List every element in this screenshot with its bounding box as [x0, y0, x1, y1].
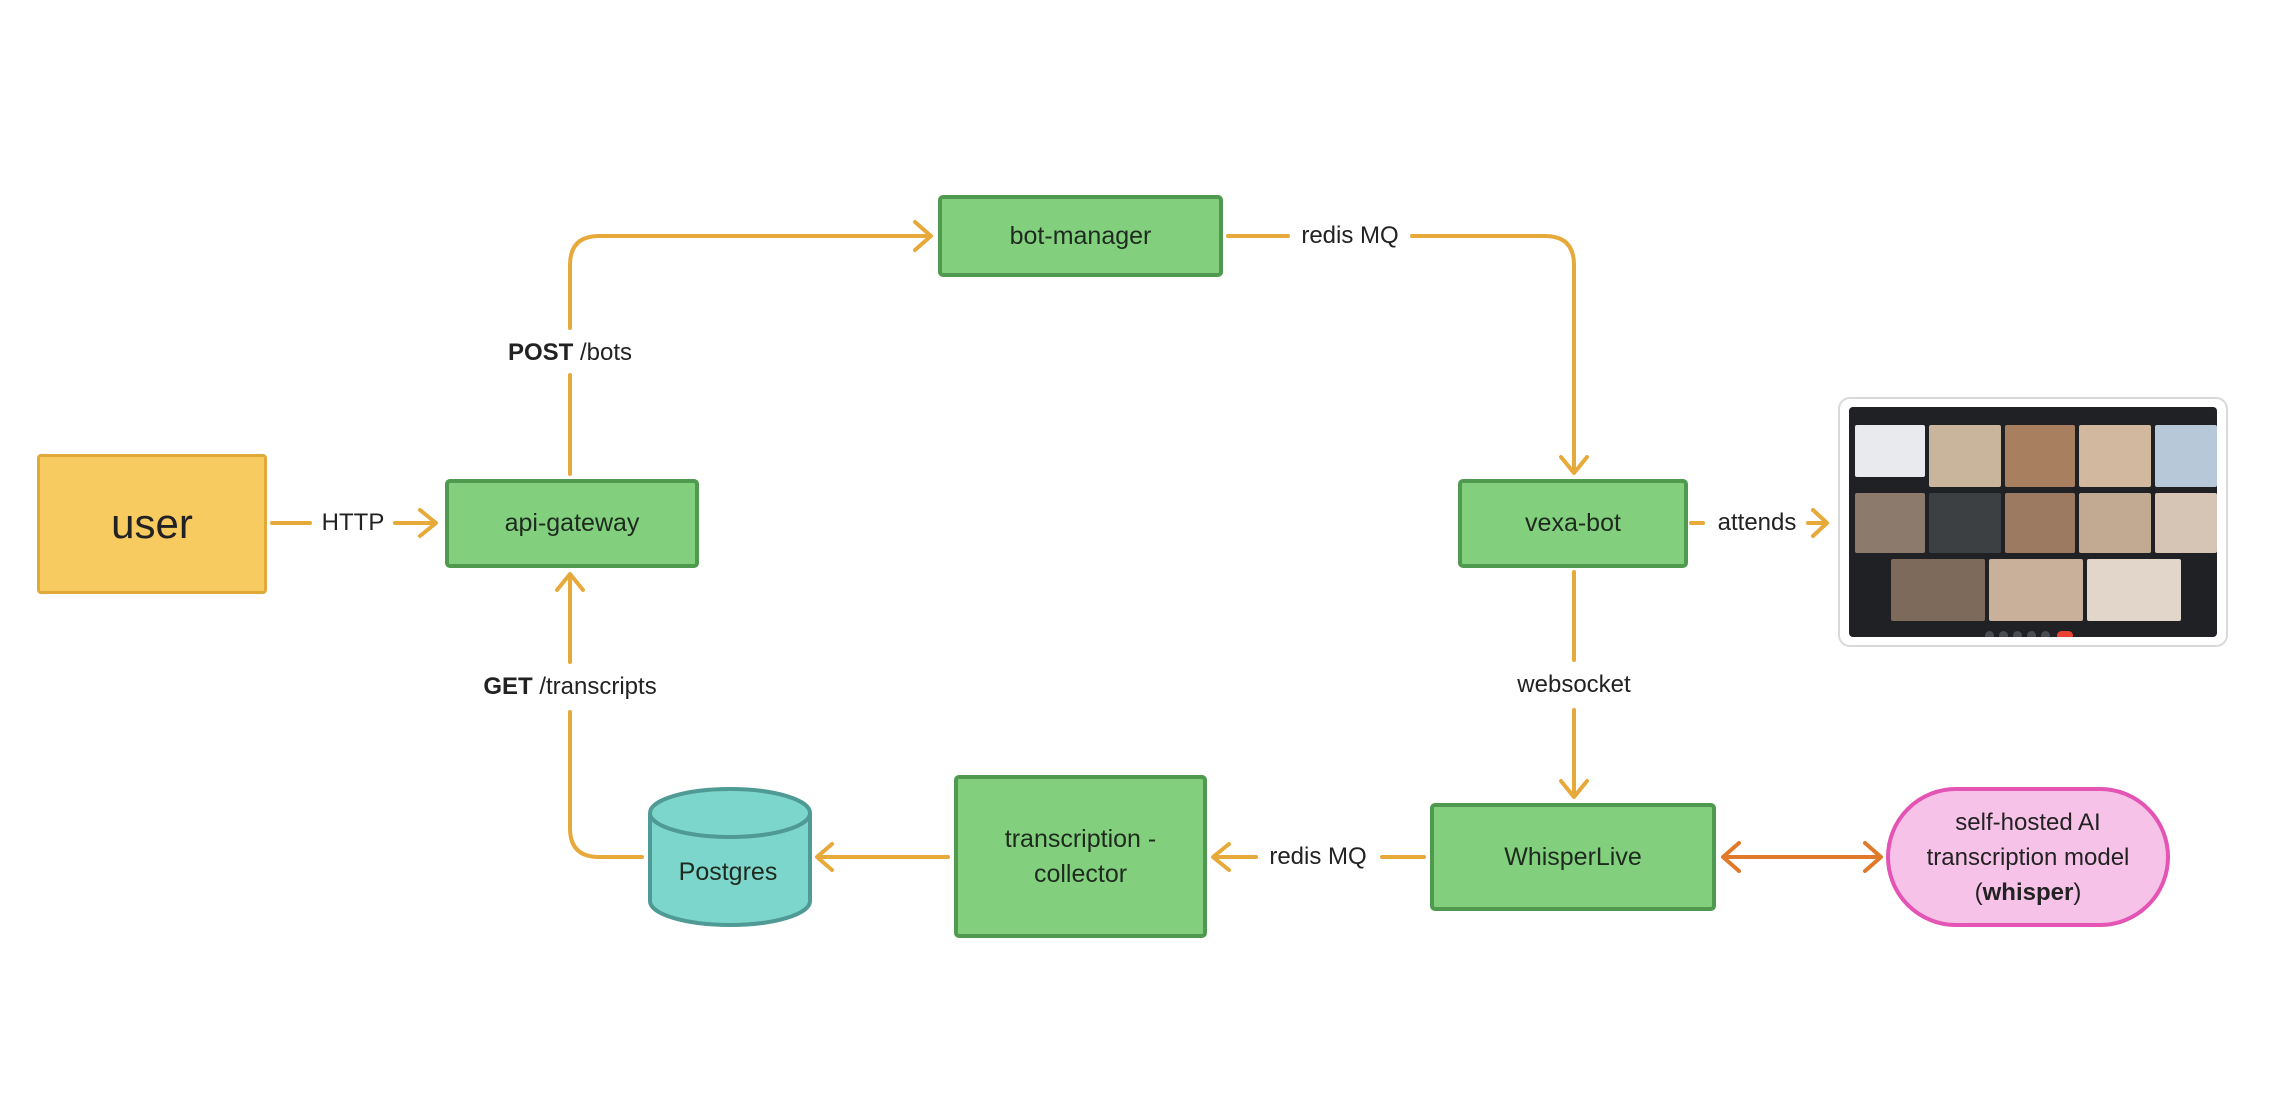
edge-label-http: HTTP [317, 509, 389, 537]
meeting-tile [1989, 559, 2083, 621]
meeting-control-icon [1999, 631, 2008, 637]
api-gateway-label: api-gateway [504, 509, 640, 537]
meeting-tile [2155, 493, 2217, 553]
postgres-label: Postgres [678, 858, 778, 886]
meeting-control-icon [1985, 631, 1994, 637]
postgres-cylinder [648, 787, 812, 927]
arrowhead-vexabot-in [1559, 455, 1589, 475]
edge-gateway-to-botmanager-seg2 [568, 234, 932, 330]
meeting-tile [2005, 425, 2075, 487]
edge-postgres-to-gateway-seg1 [568, 710, 644, 859]
meeting-tile [1855, 425, 1925, 477]
meeting-control-icon [2041, 631, 2050, 637]
meeting-tile [2079, 425, 2151, 487]
meeting-tile [2079, 493, 2151, 553]
model-name: whisper [1982, 878, 2074, 906]
user-node: user [37, 454, 267, 594]
meeting-tile [1929, 493, 2001, 553]
edge-botmanager-to-vexabot-seg2 [1410, 234, 1576, 474]
model-label-line3: (whisper) [1974, 878, 2082, 906]
arrowhead-whisper-in [1559, 779, 1589, 799]
arrowhead-meeting-in [1811, 508, 1829, 538]
arrowhead-gateway-in [418, 508, 438, 538]
edge-label-websocket: websocket [1513, 671, 1635, 699]
post-path: /bots [573, 339, 633, 366]
user-label: user [111, 500, 193, 547]
edge-label-redis-bottom: redis MQ [1265, 843, 1371, 871]
post-method: POST [507, 339, 574, 366]
arrowhead-collector-in [1211, 842, 1231, 872]
meeting-tile [1891, 559, 1985, 621]
meeting-end-call-icon [2057, 631, 2073, 637]
get-path: /transcripts [532, 673, 657, 700]
meeting-tile [2005, 493, 2075, 553]
meeting-screen [1849, 407, 2217, 637]
edge-label-attends: attends [1713, 509, 1801, 537]
arrowhead-botmanager-in [913, 220, 933, 252]
whisperlive-node: WhisperLive [1430, 803, 1716, 911]
edge-label-redis-top: redis MQ [1297, 222, 1403, 250]
bot-manager-node: bot-manager [938, 195, 1223, 277]
whisper-model-node: self-hosted AI transcription model (whis… [1886, 787, 2170, 927]
model-label-line1: self-hosted AI [1955, 808, 2101, 836]
meeting-tile [1855, 493, 1925, 553]
meeting-tile [2155, 425, 2217, 487]
meeting-control-icon [2027, 631, 2036, 637]
meeting-tile [2087, 559, 2181, 621]
edge-label-post-bots: POST /bots [503, 339, 637, 367]
get-method: GET [483, 673, 533, 700]
video-meeting-icon [1838, 397, 2228, 647]
vexa-bot-node: vexa-bot [1458, 479, 1688, 568]
transcription-collector-node: transcription - collector [954, 775, 1207, 938]
meeting-control-icon [2013, 631, 2022, 637]
api-gateway-node: api-gateway [445, 479, 699, 568]
collector-label-line2: collector [1033, 859, 1128, 888]
arrowhead-whisper-side [1721, 841, 1741, 873]
collector-label-line1: transcription - [1004, 824, 1157, 853]
vexa-bot-label: vexa-bot [1525, 509, 1621, 537]
edge-label-get-transcripts: GET /transcripts [479, 673, 661, 701]
bot-manager-label: bot-manager [1009, 221, 1152, 250]
model-label-line2: transcription model [1926, 843, 2130, 871]
arrowhead-model-side [1863, 841, 1883, 873]
whisperlive-label: WhisperLive [1504, 842, 1642, 871]
arrowhead-postgres-in [815, 842, 834, 872]
meeting-tile [1929, 425, 2001, 487]
arrowhead-gateway-up [555, 572, 585, 592]
